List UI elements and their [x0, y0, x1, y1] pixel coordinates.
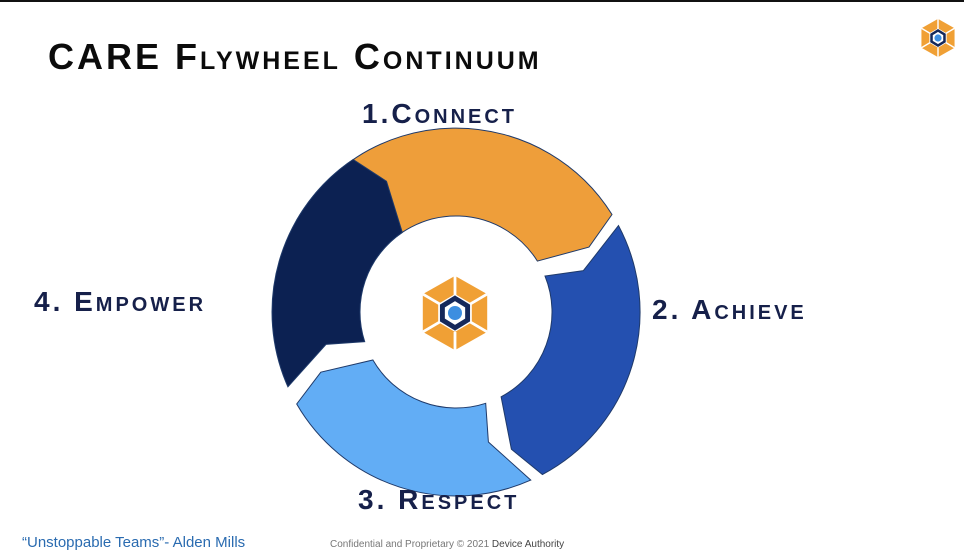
segment-respect	[296, 359, 532, 497]
footer-company: Device Authority	[491, 539, 565, 550]
slide-title: CARE Flywheel Continuum	[48, 36, 542, 77]
segment-achieve	[500, 224, 641, 476]
center-logo-icon	[422, 275, 488, 351]
device-authority-logo-icon	[921, 18, 955, 58]
step-respect-label: 3. Respect	[358, 484, 520, 515]
segment-empower	[271, 158, 403, 388]
step-connect-label: 1.Connect	[362, 98, 518, 129]
quote-text: “Unstoppable Teams”- Alden Mills	[22, 534, 246, 551]
step-achieve-label: 2. Achieve	[652, 294, 807, 325]
top-border	[0, 0, 964, 2]
footer-text: Confidential and Proprietary © 2021	[330, 539, 492, 550]
footer-confidential: Confidential and Proprietary © 2021 Devi…	[330, 539, 564, 550]
step-empower-label: 4. Empower	[34, 286, 207, 317]
